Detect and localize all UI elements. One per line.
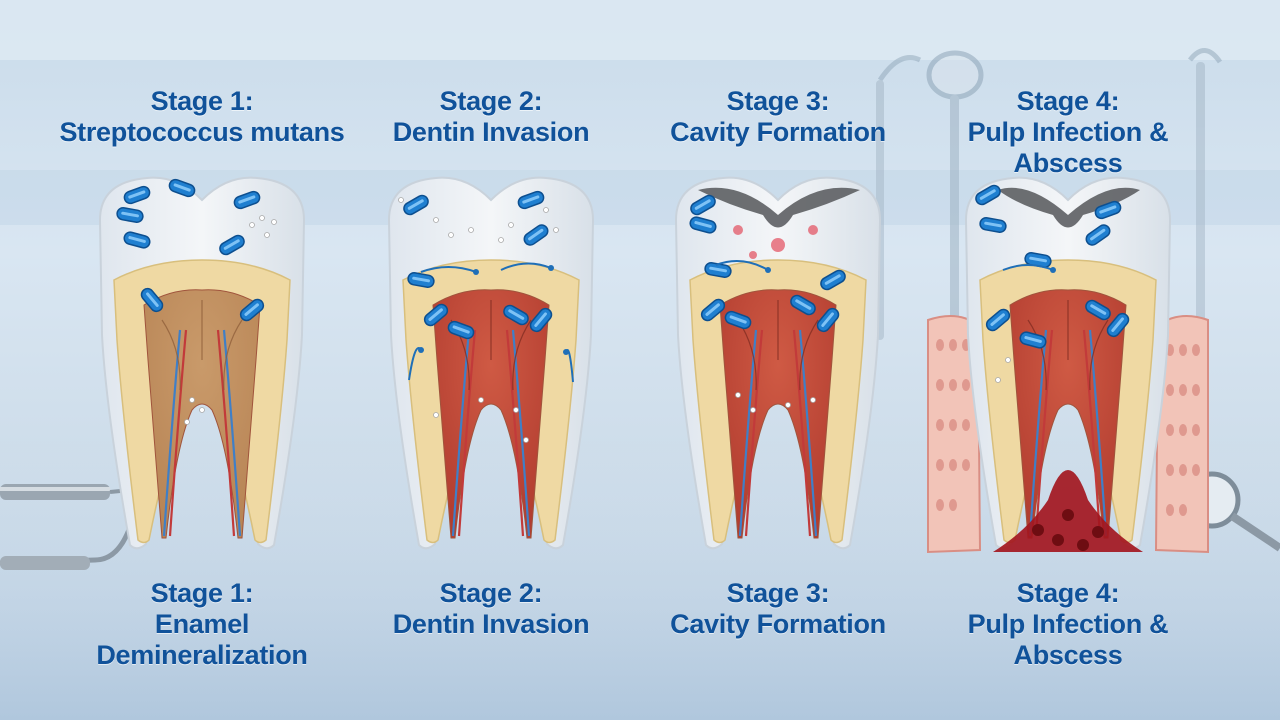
mineral-particle xyxy=(478,397,484,403)
bacteria-icon xyxy=(1106,312,1130,338)
mineral-particle xyxy=(995,377,1001,383)
stage-1-bottom-title: Stage 1: Enamel Demineralization xyxy=(96,578,308,670)
stage-3-top-title: Stage 3: Cavity Formation xyxy=(670,86,886,147)
tooth-pulp xyxy=(432,289,550,539)
spread-arrow-icon xyxy=(500,262,554,271)
bacteria-icon xyxy=(219,234,245,256)
mineral-particle xyxy=(448,232,454,238)
bacteria-icon xyxy=(1085,299,1111,321)
bacteria-icon xyxy=(503,304,529,326)
mineral-particle xyxy=(553,227,559,233)
bacteria-icon xyxy=(407,272,435,288)
bacteria-icon xyxy=(1024,252,1052,268)
root-canal-vessels xyxy=(737,300,819,537)
tooth-pulp xyxy=(719,289,837,539)
stage-4-bottom-title: Stage 4: Pulp Infection & Abscess xyxy=(967,578,1169,670)
bacteria-icon xyxy=(123,185,151,205)
mineral-particle xyxy=(433,217,439,223)
bacteria-icon xyxy=(689,216,717,234)
spread-arrow-icon xyxy=(420,266,479,275)
bacteria-icon xyxy=(724,310,752,330)
mineral-particle xyxy=(398,197,404,203)
mineral-particle xyxy=(810,397,816,403)
mineral-particle xyxy=(271,219,277,225)
root-canal-vessels xyxy=(1027,300,1109,537)
mineral-particle xyxy=(184,419,190,425)
bacteria-icon xyxy=(403,194,429,216)
stage-3-bottom-title: Stage 3: Cavity Formation xyxy=(670,578,886,639)
decay-cavity xyxy=(998,187,1140,228)
mineral-particle xyxy=(264,232,270,238)
mineral-particle xyxy=(735,392,741,398)
bacteria-icon xyxy=(116,207,144,223)
bacteria-icon xyxy=(1094,200,1122,220)
bacteria-icon xyxy=(529,307,553,333)
decay-cavity xyxy=(698,187,860,228)
bacteria-icon xyxy=(523,224,549,246)
mineral-particle xyxy=(468,227,474,233)
mineral-particle xyxy=(189,397,195,403)
spread-arrow-icon xyxy=(563,349,574,383)
bacteria-icon xyxy=(140,287,164,313)
stage-2-bottom-title: Stage 2: Dentin Invasion xyxy=(392,578,590,639)
mineral-particle xyxy=(199,407,205,413)
tooth-stage-3-icon xyxy=(674,176,882,550)
stage-1-column: Stage 1: Streptococcus mutans Stage 1: E… xyxy=(52,0,352,720)
root-canal-vessels xyxy=(450,300,532,537)
bacteria-icon xyxy=(816,307,840,333)
bacteria-icon xyxy=(1019,331,1047,349)
inflammation-spots xyxy=(733,225,818,259)
bacteria-icon xyxy=(123,231,151,249)
mineral-particle xyxy=(785,402,791,408)
bacteria-icon xyxy=(979,217,1007,233)
bacteria-icon xyxy=(447,320,475,340)
stage-2-column: Stage 2: Dentin Invasion Stage 2: Dentin… xyxy=(341,0,641,720)
mineral-particle xyxy=(543,207,549,213)
mineral-particle xyxy=(498,237,504,243)
mineral-particle xyxy=(750,407,756,413)
bacteria-icon xyxy=(168,178,196,198)
tooth-stage-4-icon xyxy=(927,176,1209,554)
mineral-particle xyxy=(1005,357,1011,363)
mineral-particle xyxy=(513,407,519,413)
stage-4-column: Stage 4: Pulp Infection & Abscess Stage … xyxy=(918,0,1218,720)
bacteria-icon xyxy=(704,262,732,278)
bacteria-icon xyxy=(239,298,265,322)
tooth-stage-1-icon xyxy=(98,176,306,550)
stage-1-top-title: Stage 1: Streptococcus mutans xyxy=(59,86,345,147)
tooth-pulp xyxy=(143,289,261,539)
bacteria-icon xyxy=(790,294,816,316)
bacteria-icon xyxy=(975,184,1001,206)
bacteria-icon xyxy=(423,303,449,327)
tooth-stage-2-icon xyxy=(387,176,595,550)
stage-2-top-title: Stage 2: Dentin Invasion xyxy=(392,86,590,147)
spread-arrow-icon xyxy=(1002,264,1056,273)
mineral-particle xyxy=(523,437,529,443)
mineral-particle xyxy=(249,222,255,228)
mineral-particle xyxy=(259,215,265,221)
root-canal-vessels xyxy=(161,300,243,537)
mineral-particle xyxy=(433,412,439,418)
dental-mirror-icon xyxy=(926,50,984,355)
bacteria-icon xyxy=(517,190,545,210)
bacteria-icon xyxy=(985,308,1011,332)
stage-3-column: Stage 3: Cavity Formation Stage 3: Cavit… xyxy=(628,0,928,720)
spread-arrow-icon xyxy=(408,347,424,381)
bacteria-icon xyxy=(700,298,726,322)
mineral-particle xyxy=(508,222,514,228)
stage-4-top-title: Stage 4: Pulp Infection & Abscess xyxy=(967,86,1169,178)
bacteria-icon xyxy=(233,190,261,210)
bacteria-icon xyxy=(1085,224,1111,246)
bacteria-icon xyxy=(820,269,846,291)
spread-arrow-icon xyxy=(715,260,771,273)
bacteria-icon xyxy=(690,194,716,216)
